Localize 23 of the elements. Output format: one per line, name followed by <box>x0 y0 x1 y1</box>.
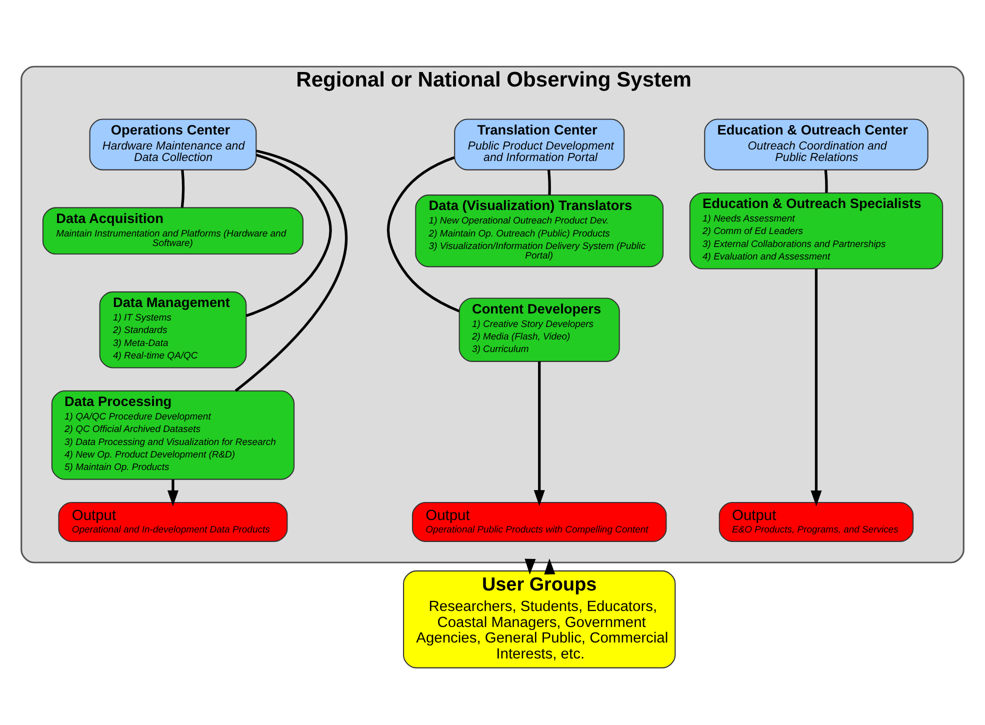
node-box: Education & Outreach Specialists 1) Needs Assessment 2) Comm of Ed Leaders 3) External Collaborations and Partnerships 4) Evaluation and Assessment <box>689 192 944 269</box>
connector <box>824 169 828 192</box>
node-box: Data Management 1) IT Systems 2) Standards 3) Meta-Data 4) Real-time QA/QC <box>99 290 247 368</box>
arrow <box>534 360 545 506</box>
arrow <box>810 268 822 506</box>
node-box: Data Processing 1) QA/QC Procedure Development 2) QC Official Archived Datasets 3) Data Processing and Visualization for Research 4) New Op. Product Development (R&D) 5) Maintain Op. Products <box>51 390 295 480</box>
node-box: Content Developers 1) Creative Story Developers 2) Media (Flash, Video) 3) Curriculum <box>458 297 620 362</box>
node-box: Data Acquisition Maintain Instrumentation and Platforms (Hardware and Software) <box>42 206 304 254</box>
node-box: Output Operational and In-development Data Products <box>58 501 288 542</box>
node-box: Translation Center Public Product Development and Information Portal <box>454 118 625 170</box>
connector <box>246 153 332 316</box>
arrow <box>524 558 536 574</box>
connector <box>180 169 185 208</box>
node-box: Education & Outreach Center Outreach Coordination and Public Relations <box>704 118 928 170</box>
node-box: Output Operational Public Products with Compelling Content <box>412 501 667 542</box>
connector <box>234 149 348 392</box>
connector <box>387 156 460 312</box>
node-box: Output E&O Products, Programs, and Services <box>718 501 914 542</box>
connector <box>547 169 551 194</box>
arrow <box>167 479 178 506</box>
arrow <box>544 558 556 574</box>
node-box: Operations Center Hardware Maintenance and Data Collection <box>89 118 257 170</box>
node-box: Data (Visualization) Translators 1) New Operational Outreach Product Dev. 2) Maintain Op. Outreach (Public) Products 3) Visualization/Information Delivery System (Public Portal) <box>415 194 664 267</box>
